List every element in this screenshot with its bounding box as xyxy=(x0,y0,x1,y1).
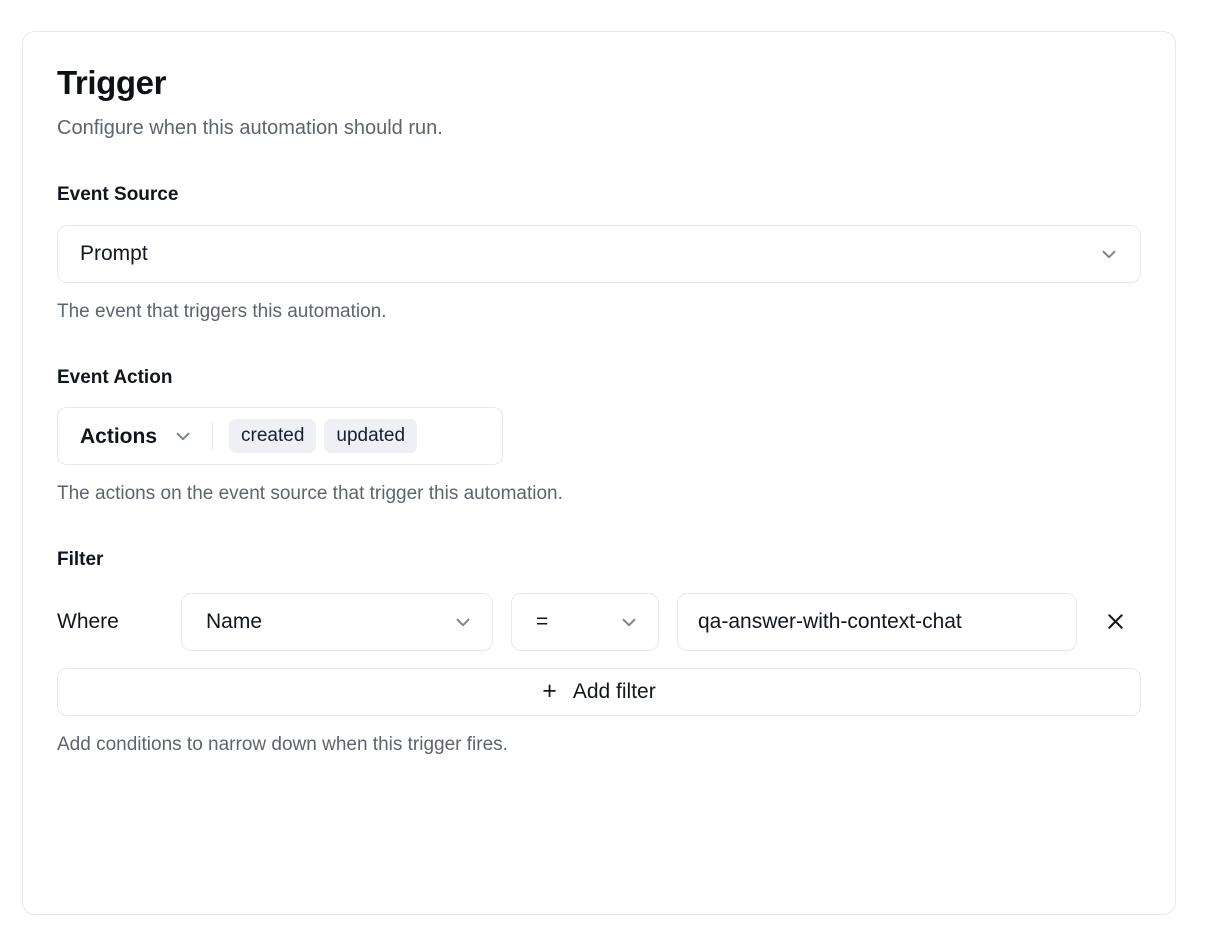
filter-operator-value: = xyxy=(536,610,549,634)
chip-updated[interactable]: updated xyxy=(324,419,418,454)
event-source-help: The event that triggers this automation. xyxy=(57,300,387,322)
event-action-dropdown-label: Actions xyxy=(80,424,158,448)
chevron-down-icon xyxy=(456,618,470,627)
event-action-combo: Actions created updated xyxy=(57,407,503,466)
filter-label: Filter xyxy=(57,549,104,571)
chevron-down-icon xyxy=(176,433,190,441)
event-source-value: Prompt xyxy=(80,242,148,266)
trigger-card: Trigger Configure when this automation s… xyxy=(22,31,1176,915)
add-filter-label: Add filter xyxy=(572,680,656,704)
chip-created[interactable]: created xyxy=(229,419,317,454)
page-title: Trigger xyxy=(57,64,167,101)
event-action-label: Event Action xyxy=(57,366,173,388)
page-subtitle: Configure when this automation should ru… xyxy=(57,116,443,139)
filter-value-input[interactable] xyxy=(677,592,1077,651)
chevron-down-icon xyxy=(622,618,636,627)
remove-filter-button[interactable] xyxy=(1095,602,1135,642)
divider xyxy=(212,422,214,451)
chevron-down-icon xyxy=(1102,250,1116,258)
close-icon xyxy=(1107,614,1123,630)
event-action-chips: created updated xyxy=(229,419,418,454)
filter-field-value: Name xyxy=(206,610,263,634)
plus-icon: + xyxy=(542,677,557,706)
filter-help: Add conditions to narrow down when this … xyxy=(57,733,508,755)
event-source-select[interactable]: Prompt xyxy=(57,224,1141,283)
event-source-label: Event Source xyxy=(57,183,179,205)
where-label: Where xyxy=(57,610,119,634)
event-action-help: The actions on the event source that tri… xyxy=(57,483,563,505)
event-action-dropdown[interactable]: Actions xyxy=(80,425,194,447)
filter-operator-select[interactable]: = xyxy=(511,592,659,651)
filter-row: Where Name = xyxy=(57,592,1141,652)
add-filter-button[interactable]: + Add filter xyxy=(57,667,1141,716)
filter-field-select[interactable]: Name xyxy=(181,592,493,651)
